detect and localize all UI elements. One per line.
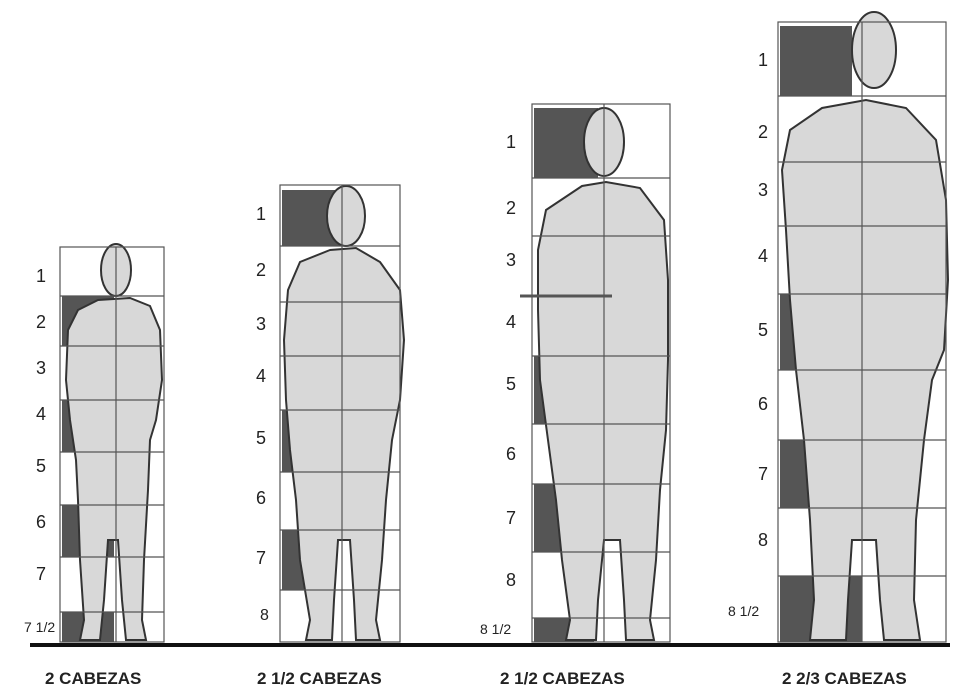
- figure-4: 1 2 3 4 5 6 7 8 8 1/2 2 2/3 CABEZAS: [728, 12, 948, 688]
- row-number: 4: [506, 312, 516, 332]
- body-silhouette: [66, 298, 162, 640]
- row-number: 1: [256, 204, 266, 224]
- row-number: 8: [758, 530, 768, 550]
- figure-1: 1 2 3 4 5 6 7 7 1/2 2 CABEZAS: [24, 244, 164, 688]
- figure-caption: 2 CABEZAS: [45, 669, 141, 688]
- row-number: 5: [506, 374, 516, 394]
- row-number: 2: [506, 198, 516, 218]
- row-number: 7: [506, 508, 516, 528]
- row-last-label: 7 1/2: [24, 619, 55, 635]
- row-number: 5: [36, 456, 46, 476]
- head: [852, 12, 896, 88]
- row-number: 2: [758, 122, 768, 142]
- row-number: 3: [506, 250, 516, 270]
- row-number: 4: [758, 246, 768, 266]
- body-silhouette: [538, 182, 668, 640]
- row-number: 3: [36, 358, 46, 378]
- row-number: 2: [256, 260, 266, 280]
- row-number: 1: [36, 266, 46, 286]
- figure-caption: 2 1/2 CABEZAS: [500, 669, 625, 688]
- row-number: 6: [256, 488, 266, 508]
- figure-2: 1 2 3 4 5 6 7 8 2 1/2 CABEZAS: [256, 185, 404, 688]
- shade-block: [780, 26, 852, 96]
- row-number: 3: [256, 314, 266, 334]
- row-number: 6: [506, 444, 516, 464]
- row-number: 7: [758, 464, 768, 484]
- row-number: 1: [506, 132, 516, 152]
- row-number: 4: [36, 404, 46, 424]
- row-last-label: 8: [260, 607, 269, 624]
- figure-3: 1 2 3 4 5 6 7 8 8 1/2 2 1/2 CABEZAS: [480, 104, 670, 688]
- row-number: 5: [256, 428, 266, 448]
- row-number: 4: [256, 366, 266, 386]
- row-number: 6: [758, 394, 768, 414]
- figure-caption: 2 1/2 CABEZAS: [257, 669, 382, 688]
- row-last-label: 8 1/2: [480, 621, 511, 637]
- row-number: 7: [256, 548, 266, 568]
- head: [327, 186, 365, 246]
- row-number: 7: [36, 564, 46, 584]
- row-number: 2: [36, 312, 46, 332]
- row-number: 8: [506, 570, 516, 590]
- row-number: 3: [758, 180, 768, 200]
- figure-caption: 2 2/3 CABEZAS: [782, 669, 907, 688]
- row-number: 6: [36, 512, 46, 532]
- row-last-label: 8 1/2: [728, 603, 759, 619]
- row-number: 1: [758, 50, 768, 70]
- row-number: 5: [758, 320, 768, 340]
